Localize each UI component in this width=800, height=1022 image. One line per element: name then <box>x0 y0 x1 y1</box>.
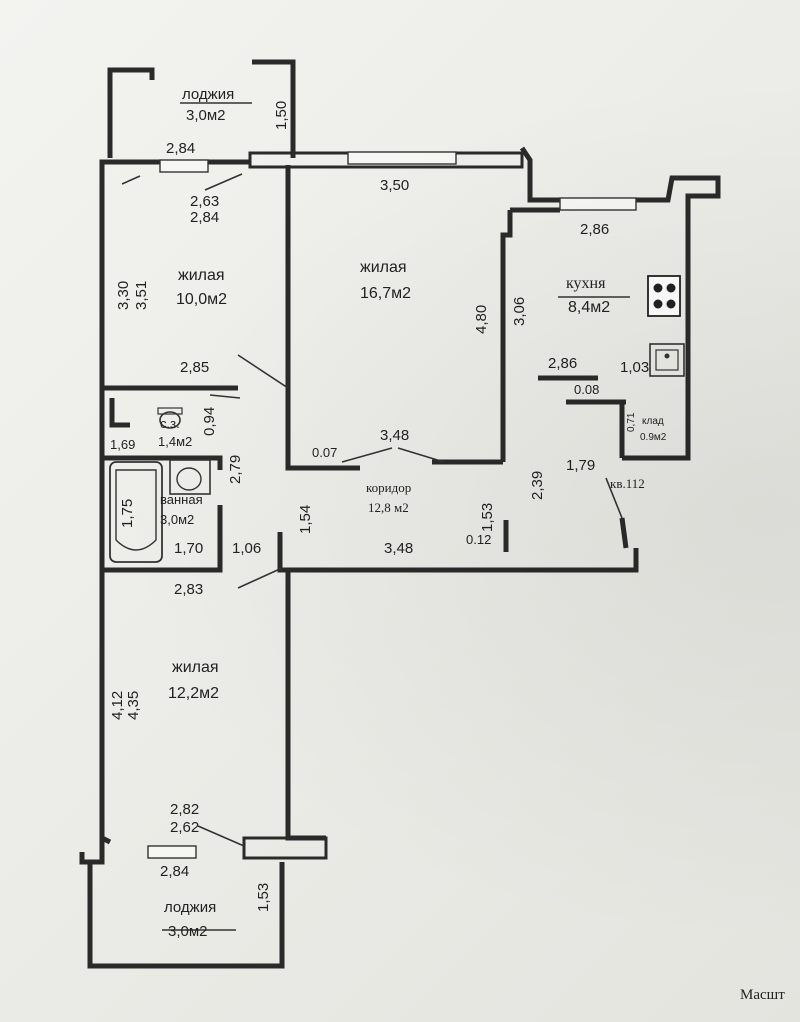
room-area-kitchen: 8,4м2 <box>568 299 610 316</box>
dim-1-03: 1,03 <box>620 359 649 376</box>
dim-3-51: 3,51 <box>133 281 150 310</box>
dim-1-54: 1,54 <box>297 505 314 534</box>
dim-3-50: 3,50 <box>380 177 409 194</box>
dim-1-53-bottom: 1,53 <box>255 883 272 912</box>
dim-2-84-bottom: 2,84 <box>160 863 189 880</box>
dim-2-86-mid: 2,86 <box>548 355 577 372</box>
room-area-wc: 1,4м2 <box>158 434 192 449</box>
room-area-loggia-bottom: 3,0м2 <box>168 923 208 940</box>
dim-2-84-top: 2,84 <box>166 140 195 157</box>
dim-2-86-top: 2,86 <box>580 221 609 238</box>
room-name-loggia-top: лоджия <box>182 86 234 103</box>
room-area-bathroom: 3,0м2 <box>160 512 194 527</box>
dim-1-50: 1,50 <box>273 101 290 130</box>
dim-1-75: 1,75 <box>119 499 136 528</box>
room-name-bathroom: ванная <box>160 492 203 507</box>
dim-0-08: 0.08 <box>574 382 599 397</box>
dim-2-84-b: 2,84 <box>190 209 219 226</box>
dim-0-07: 0.07 <box>312 445 337 460</box>
room-area-bedroom-large: 12,2м2 <box>168 685 219 702</box>
dim-0-94: 0,94 <box>201 407 218 436</box>
dim-2-63: 2,63 <box>190 193 219 210</box>
apartment-number: кв.112 <box>610 476 645 491</box>
room-name-kitchen: кухня <box>566 275 606 292</box>
dim-3-06: 3,06 <box>511 297 528 326</box>
dim-0-71: 0,71 <box>626 412 637 432</box>
windows <box>147 151 637 859</box>
room-name-corridor: коридор <box>366 480 411 495</box>
dim-3-48-bottom: 3,48 <box>384 540 413 557</box>
toilet-icon <box>157 407 183 429</box>
dim-1-06: 1,06 <box>232 540 261 557</box>
room-area-closet: 0.9м2 <box>640 432 667 443</box>
room-name-loggia-bottom: лоджия <box>164 899 216 916</box>
dim-4-12: 4,12 <box>109 691 126 720</box>
room-area-living: 16,7м2 <box>360 285 411 302</box>
kitchen-sink-icon <box>649 343 685 377</box>
dim-4-35: 4,35 <box>125 691 142 720</box>
dim-0-12: 0.12 <box>466 532 491 547</box>
stove-icon <box>647 275 681 317</box>
dim-1-69: 1,69 <box>110 437 135 452</box>
sink-icon <box>169 459 211 495</box>
dim-1-53-mid: 1,53 <box>479 503 496 532</box>
walls <box>79 59 721 969</box>
room-area-corridor: 12,8 м2 <box>368 500 409 515</box>
room-name-closet: клад <box>642 416 664 427</box>
dim-2-39: 2,39 <box>529 471 546 500</box>
dim-2-85: 2,85 <box>180 359 209 376</box>
scale-caption: Масшт <box>740 987 785 1003</box>
room-area-bedroom-small: 10,0м2 <box>176 291 227 308</box>
doors <box>121 173 623 847</box>
room-name-living: жилая <box>360 259 407 276</box>
dim-3-48-top: 3,48 <box>380 427 409 444</box>
dim-2-82: 2,82 <box>170 801 199 818</box>
area-underlines <box>162 102 630 931</box>
room-name-bedroom-small: жилая <box>178 267 225 284</box>
fixtures <box>109 275 685 563</box>
dim-2-83: 2,83 <box>174 581 203 598</box>
room-name-wc: с.з. <box>160 416 180 431</box>
dim-2-62: 2,62 <box>170 819 199 836</box>
dim-4-80: 4,80 <box>473 305 490 334</box>
room-area-loggia-top: 3,0м2 <box>186 107 226 124</box>
dim-1-79: 1,79 <box>566 457 595 474</box>
dim-3-30: 3,30 <box>115 281 132 310</box>
dim-2-79: 2,79 <box>227 455 244 484</box>
bathtub-icon <box>109 461 163 563</box>
dim-1-70: 1,70 <box>174 540 203 557</box>
room-name-bedroom-large: жилая <box>172 659 219 676</box>
